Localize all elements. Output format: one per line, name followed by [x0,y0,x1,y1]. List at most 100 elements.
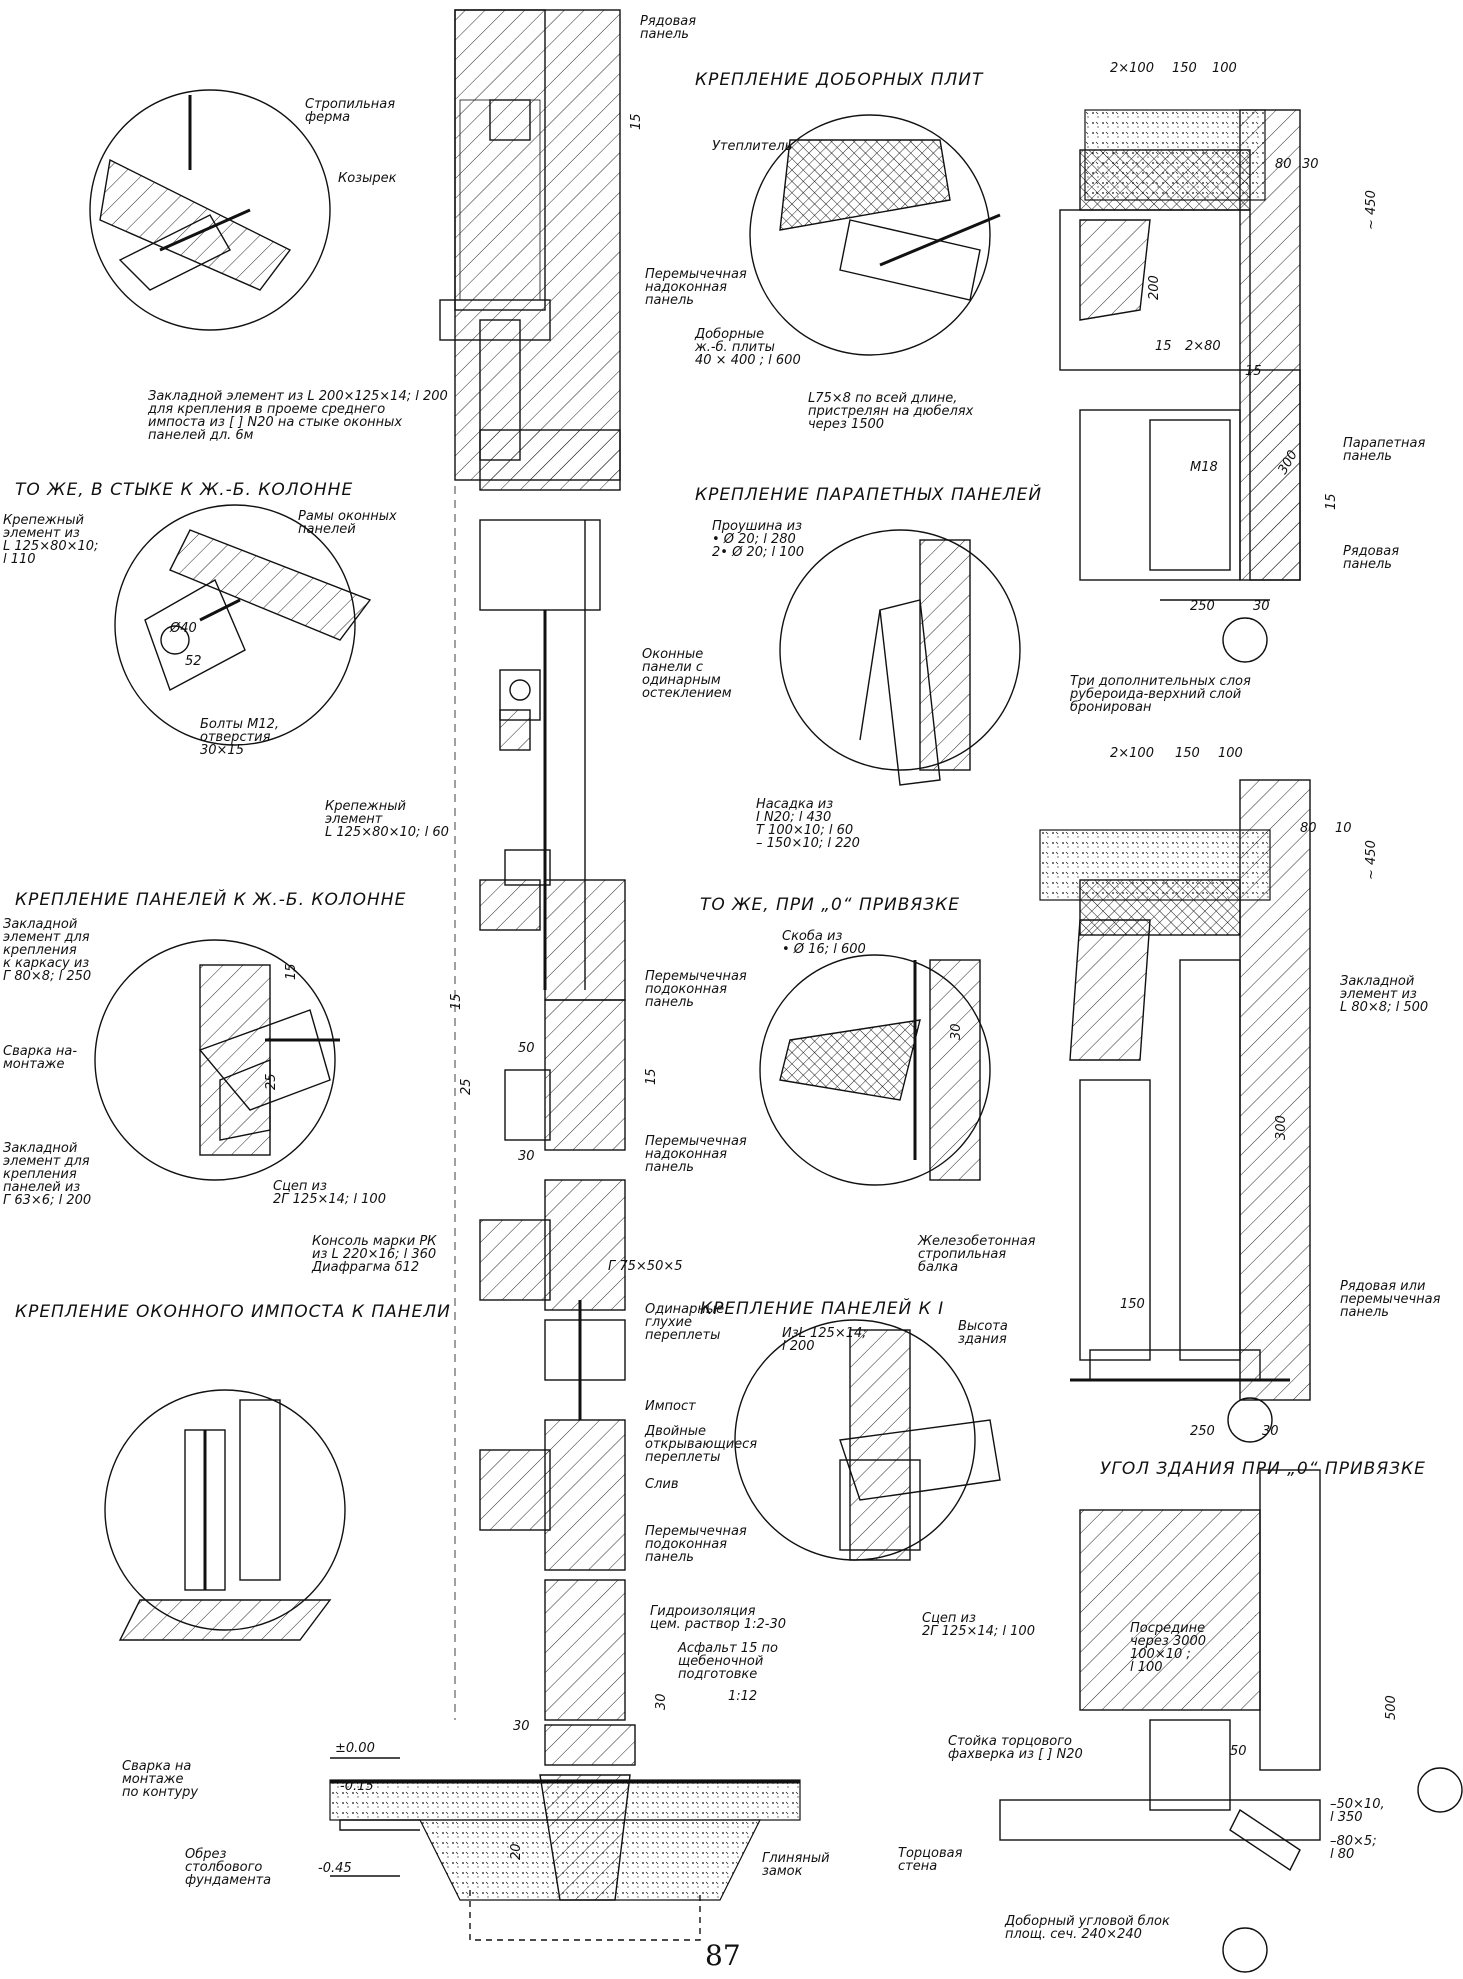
label-slope: 1:12 [728,1689,757,1704]
dim-150: 150 [1172,61,1197,76]
label-zaklad-200: Закладной элемент из L 200×125×14; l 200… [147,389,448,443]
dim-30b: 30 [1253,599,1270,614]
parapet-section-top [1059,109,1301,663]
detail-circle-truss [89,89,331,331]
dim-15a: 15 [629,113,644,130]
label-impost: Импост [645,1399,696,1414]
label-m18: М18 [1190,460,1218,475]
dim-15e: 15 [644,1068,659,1085]
dim-150b: 150 [1175,746,1200,761]
dim-100: 100 [1212,61,1237,76]
label-skoba: Скоба из• Ø 16; l 600 [782,929,866,957]
detail-circle-panel-column [94,939,340,1181]
level-0: ±0.00 [335,1741,375,1756]
dim-80b: 80 [1300,821,1317,836]
dim-2x80: 2×80 [1185,339,1221,354]
dim-30e: 30 [513,1719,530,1734]
dim-30d: 30 [518,1149,535,1164]
corner-section [999,1469,1463,1973]
dim-30: 30 [1302,157,1319,172]
level-045: -0.45 [318,1861,352,1876]
dim-250b: 250 [1190,1424,1215,1439]
dim-200: 200 [1147,275,1162,300]
detail-circle-dobornye [749,114,1001,356]
dim-15f: 15 [449,993,464,1010]
label-g75: Г 75×50×5 [608,1259,683,1274]
label-phi40: Ø40 [169,621,197,636]
detail-circle-skoba [759,954,991,1186]
dim-15d: 15 [1324,493,1339,510]
title-parapetnyh: КРЕПЛЕНИЕ ПАРАПЕТНЫХ ПАНЕЛЕЙ [695,483,1042,505]
level-marks: ±0.00 -0.15 -0.45 [318,1741,400,1877]
dim-30c: 30 [1262,1424,1279,1439]
dim-30f: 30 [654,1693,669,1710]
detail-circle-I-beam [734,1319,1001,1561]
foundation [329,1774,801,1941]
label-d80-5: –80×5;l 80 [1330,1834,1377,1862]
dim-10b: 10 [1335,821,1352,836]
label-uteplitel: Утеплитель [712,139,792,154]
dim-500: 500 [1384,1695,1399,1720]
detail-circle-column-joint [114,504,372,746]
central-wall-section [439,9,636,1766]
title-impost: КРЕПЛЕНИЕ ОКОННОГО ИМПОСТА К ПАНЕЛИ [15,1302,451,1322]
title-ugol: УГОЛ ЗДАНИЯ ПРИ „0“ ПРИВЯЗКЕ [1100,1459,1426,1479]
dim-2x100: 2×100 [1110,61,1154,76]
parapet-section-middle [1039,779,1311,1443]
dim-450b: ~ 450 [1364,840,1379,880]
dim-15b: 15 [1155,339,1172,354]
title-0-privyazke: ТО ЖЕ, ПРИ „0“ ПРИВЯЗКЕ [700,895,960,915]
title-panelei-kolonne: КРЕПЛЕНИЕ ПАНЕЛЕЙ К Ж.-Б. КОЛОННЕ [15,888,406,910]
dim-300b: 300 [1274,1115,1289,1140]
dim-50: 50 [518,1041,535,1056]
dim-15g: 15 [284,963,299,980]
label-sliv: Слив [645,1477,679,1492]
dim-250: 250 [1190,599,1215,614]
title-k-I: КРЕПЛЕНИЕ ПАНЕЛЕЙ К I [700,1297,944,1319]
dimensions: 15 2×100 150 100 80 30 ~ 450 200 15 2×80… [264,61,1399,1860]
dim-2x100b: 2×100 [1110,746,1154,761]
dim-30g: 30 [949,1023,964,1040]
dim-25b: 25 [264,1073,279,1090]
dim-100b: 100 [1218,746,1243,761]
page-number: 87 [705,1939,741,1972]
label-iz-l125: ИзL 125×14;l 200 [782,1326,867,1354]
detail-circle-parapet [779,529,1021,786]
dim-150c: 150 [1120,1297,1145,1312]
label-kozyrek: Козырек [338,171,397,186]
label-l75: L75×8 по всей длине,пристрелян на дюбеля… [808,391,974,432]
level-015: -0.15 [340,1779,374,1794]
dim-80: 80 [1275,157,1292,172]
